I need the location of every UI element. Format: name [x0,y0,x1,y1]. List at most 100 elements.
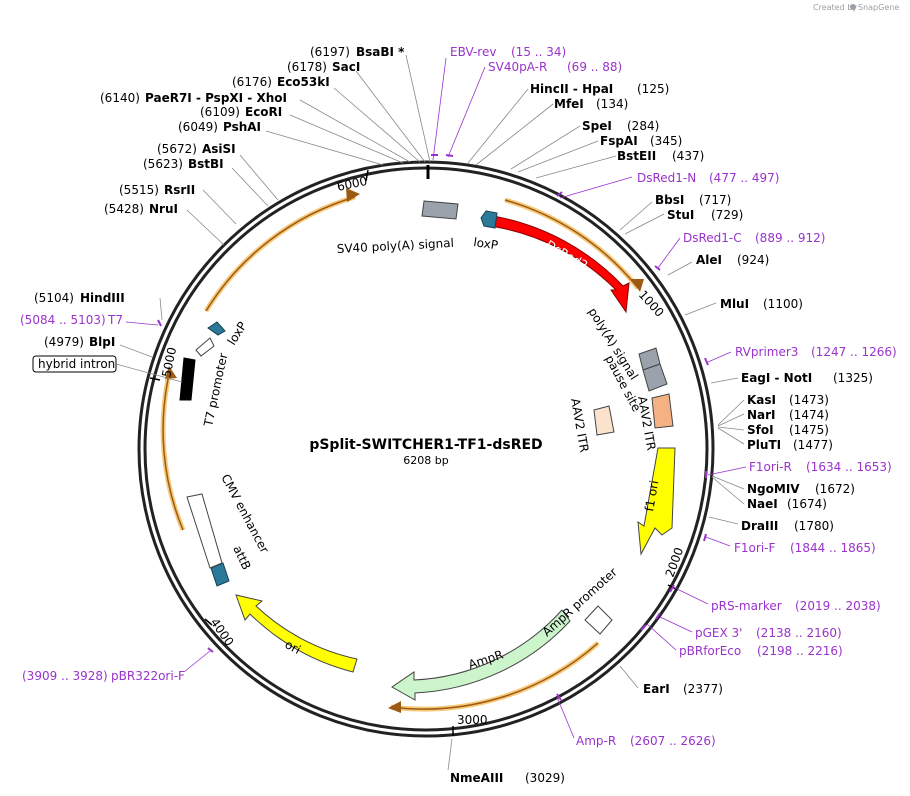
primer-marks [157,154,709,701]
feature-label-attb: attB [230,543,253,572]
enzyme-name-alei: AleI [696,253,722,267]
brand-text: SnapGene [858,3,899,12]
leader-pbrforeco [646,623,677,651]
leader-bstbi [231,167,269,207]
enzyme-name-hindiii: HindIII [80,291,125,305]
feature-label-aav2-itr-left: AAV2 ITR [568,397,591,453]
ruler-mark-6000 [365,169,369,182]
leader-rvprimer3 [707,351,732,363]
primer-range-f1ori-r: (1634 .. 1653) [806,460,892,474]
orf-arrowhead-ampr [388,701,401,713]
enzyme-name-bsabi: BsaBI * [356,45,405,59]
credit-text: Created by [813,3,857,12]
leader-pluti [717,427,745,445]
primer-name-sv40pa-r: SV40pA-R [488,60,547,74]
leader-naei [711,476,745,505]
feature-dsred2 [492,215,630,314]
enzyme-pos-paer7i: (6140) [100,91,140,105]
enzyme-pos-asisi: (5672) [157,142,197,156]
primer-name-pgex3: pGEX 3' [695,626,742,640]
leader-hybrid-intron [115,363,183,383]
enzyme-pos-rsrii: (5515) [119,183,159,197]
enzyme-name-bbsi: BbsI [655,193,684,207]
orf-arrowhead-dsred [631,279,644,292]
enzyme-pos-bbsi: (717) [699,193,731,207]
leader-alei [667,261,693,276]
enzyme-name-ngomiv: NgoMIV [747,482,800,496]
enzyme-name-eco53ki: Eco53kI [277,75,330,89]
leader-sv40pa-r [447,66,486,158]
leader-saci [355,70,426,163]
feature-label-cmv-enhancer: CMV enhancer [218,472,271,556]
enzyme-pos-bsabi: (6197) [310,45,350,59]
snapgene-credit: Created by SnapGene [813,3,899,12]
feature-pause-site [642,363,668,392]
enzyme-name-kasi: KasI [747,393,776,407]
ruler-tick-5000: 5000 [159,346,179,379]
enzyme-pos-mlui: (1100) [763,297,803,311]
leader-pbr322ori-f [183,650,211,673]
leader-bbsi [619,201,653,231]
primer-mark-dsred1-c [654,265,661,271]
ruler-tick-6000: 6000 [336,174,369,194]
leader-eari [619,665,639,689]
enzyme-name-saci: SacI [332,60,360,74]
plasmid-name: pSplit-SWITCHER1-TF1-dsRED [309,437,542,453]
feature-label-ampr-promoter: AmpR promoter [540,565,620,639]
leader-nari [717,413,745,427]
enzyme-name-pshai: PshAI [223,120,261,134]
primer-mark-pbrforeco [640,624,647,631]
leader-prs-marker [674,587,709,605]
feature-t7-promoter [195,337,215,357]
enzyme-pos-stui: (729) [711,208,743,222]
hybrid-intron-callout: hybrid intron [32,355,183,383]
leader-amp-r [556,696,575,739]
feature-label-ori: ori [283,637,303,657]
enzyme-pos-ngomiv: (1672) [815,482,855,496]
leader-spei [510,125,581,170]
orf-arrowhead-left [165,366,177,379]
leader-bstEII [535,155,617,179]
enzyme-name-spei: SpeI [582,119,612,133]
primer-range-amp-r: (2607 .. 2626) [630,734,716,748]
ruler-mark-5000 [149,377,161,381]
leader-lines [119,54,747,771]
enzyme-pos-nrui: (5428) [104,202,144,216]
feature-sv40-polya [421,200,459,220]
enzyme-pos-alei: (924) [737,253,769,267]
backbone-inner-ring [143,166,709,732]
enzyme-name-pluti: PluTI [747,438,781,452]
leader-asisi [239,154,279,201]
enzyme-pos-blpi: (4979) [44,335,84,349]
primer-name-t7: T7 [107,313,123,327]
orf-arc-ampr-line [390,642,599,710]
leader-f1ori-f [705,536,731,547]
leader-hincii [467,88,529,164]
enzyme-name-eagi: EagI - NotI [741,371,812,385]
primer-range-pgex3: (2138 .. 2160) [756,626,842,640]
enzyme-name-sfoi: SfoI [747,423,774,437]
leader-draiii [708,516,739,525]
features [179,165,676,701]
feature-cmv-enhancer [186,493,223,569]
enzyme-pos-spei: (284) [627,119,659,133]
primer-name-f1ori-r: F1ori-R [749,460,792,474]
enzyme-pos-nari: (1474) [789,408,829,422]
leader-mfei [475,103,554,166]
enzyme-name-ecori: EcoRI [245,105,282,119]
leader-f1ori-r [707,466,747,476]
enzyme-labels-left: (6197) BsaBI * (6178) SacI (6176) Eco53k… [34,45,405,349]
plasmid-title: pSplit-SWITCHER1-TF1-dsRED 6208 bp [309,437,542,467]
primer-name-rvprimer3: RVprimer3 [735,345,798,359]
enzyme-pos-hincii: (125) [637,82,669,96]
feature-aav2-itr-right [651,393,674,429]
primer-name-ebv-rev: EBV-rev [450,45,496,59]
leader-kasi [717,399,745,426]
primer-name-dsred1-n: DsRed1-N [637,171,696,185]
primer-range-t7: (5084 .. 5103) [20,313,106,327]
feature-hybrid-intron [179,357,196,401]
feature-ampr [391,609,571,701]
enzyme-pos-ecori: (6109) [200,105,240,119]
leader-rsrii [202,189,237,225]
